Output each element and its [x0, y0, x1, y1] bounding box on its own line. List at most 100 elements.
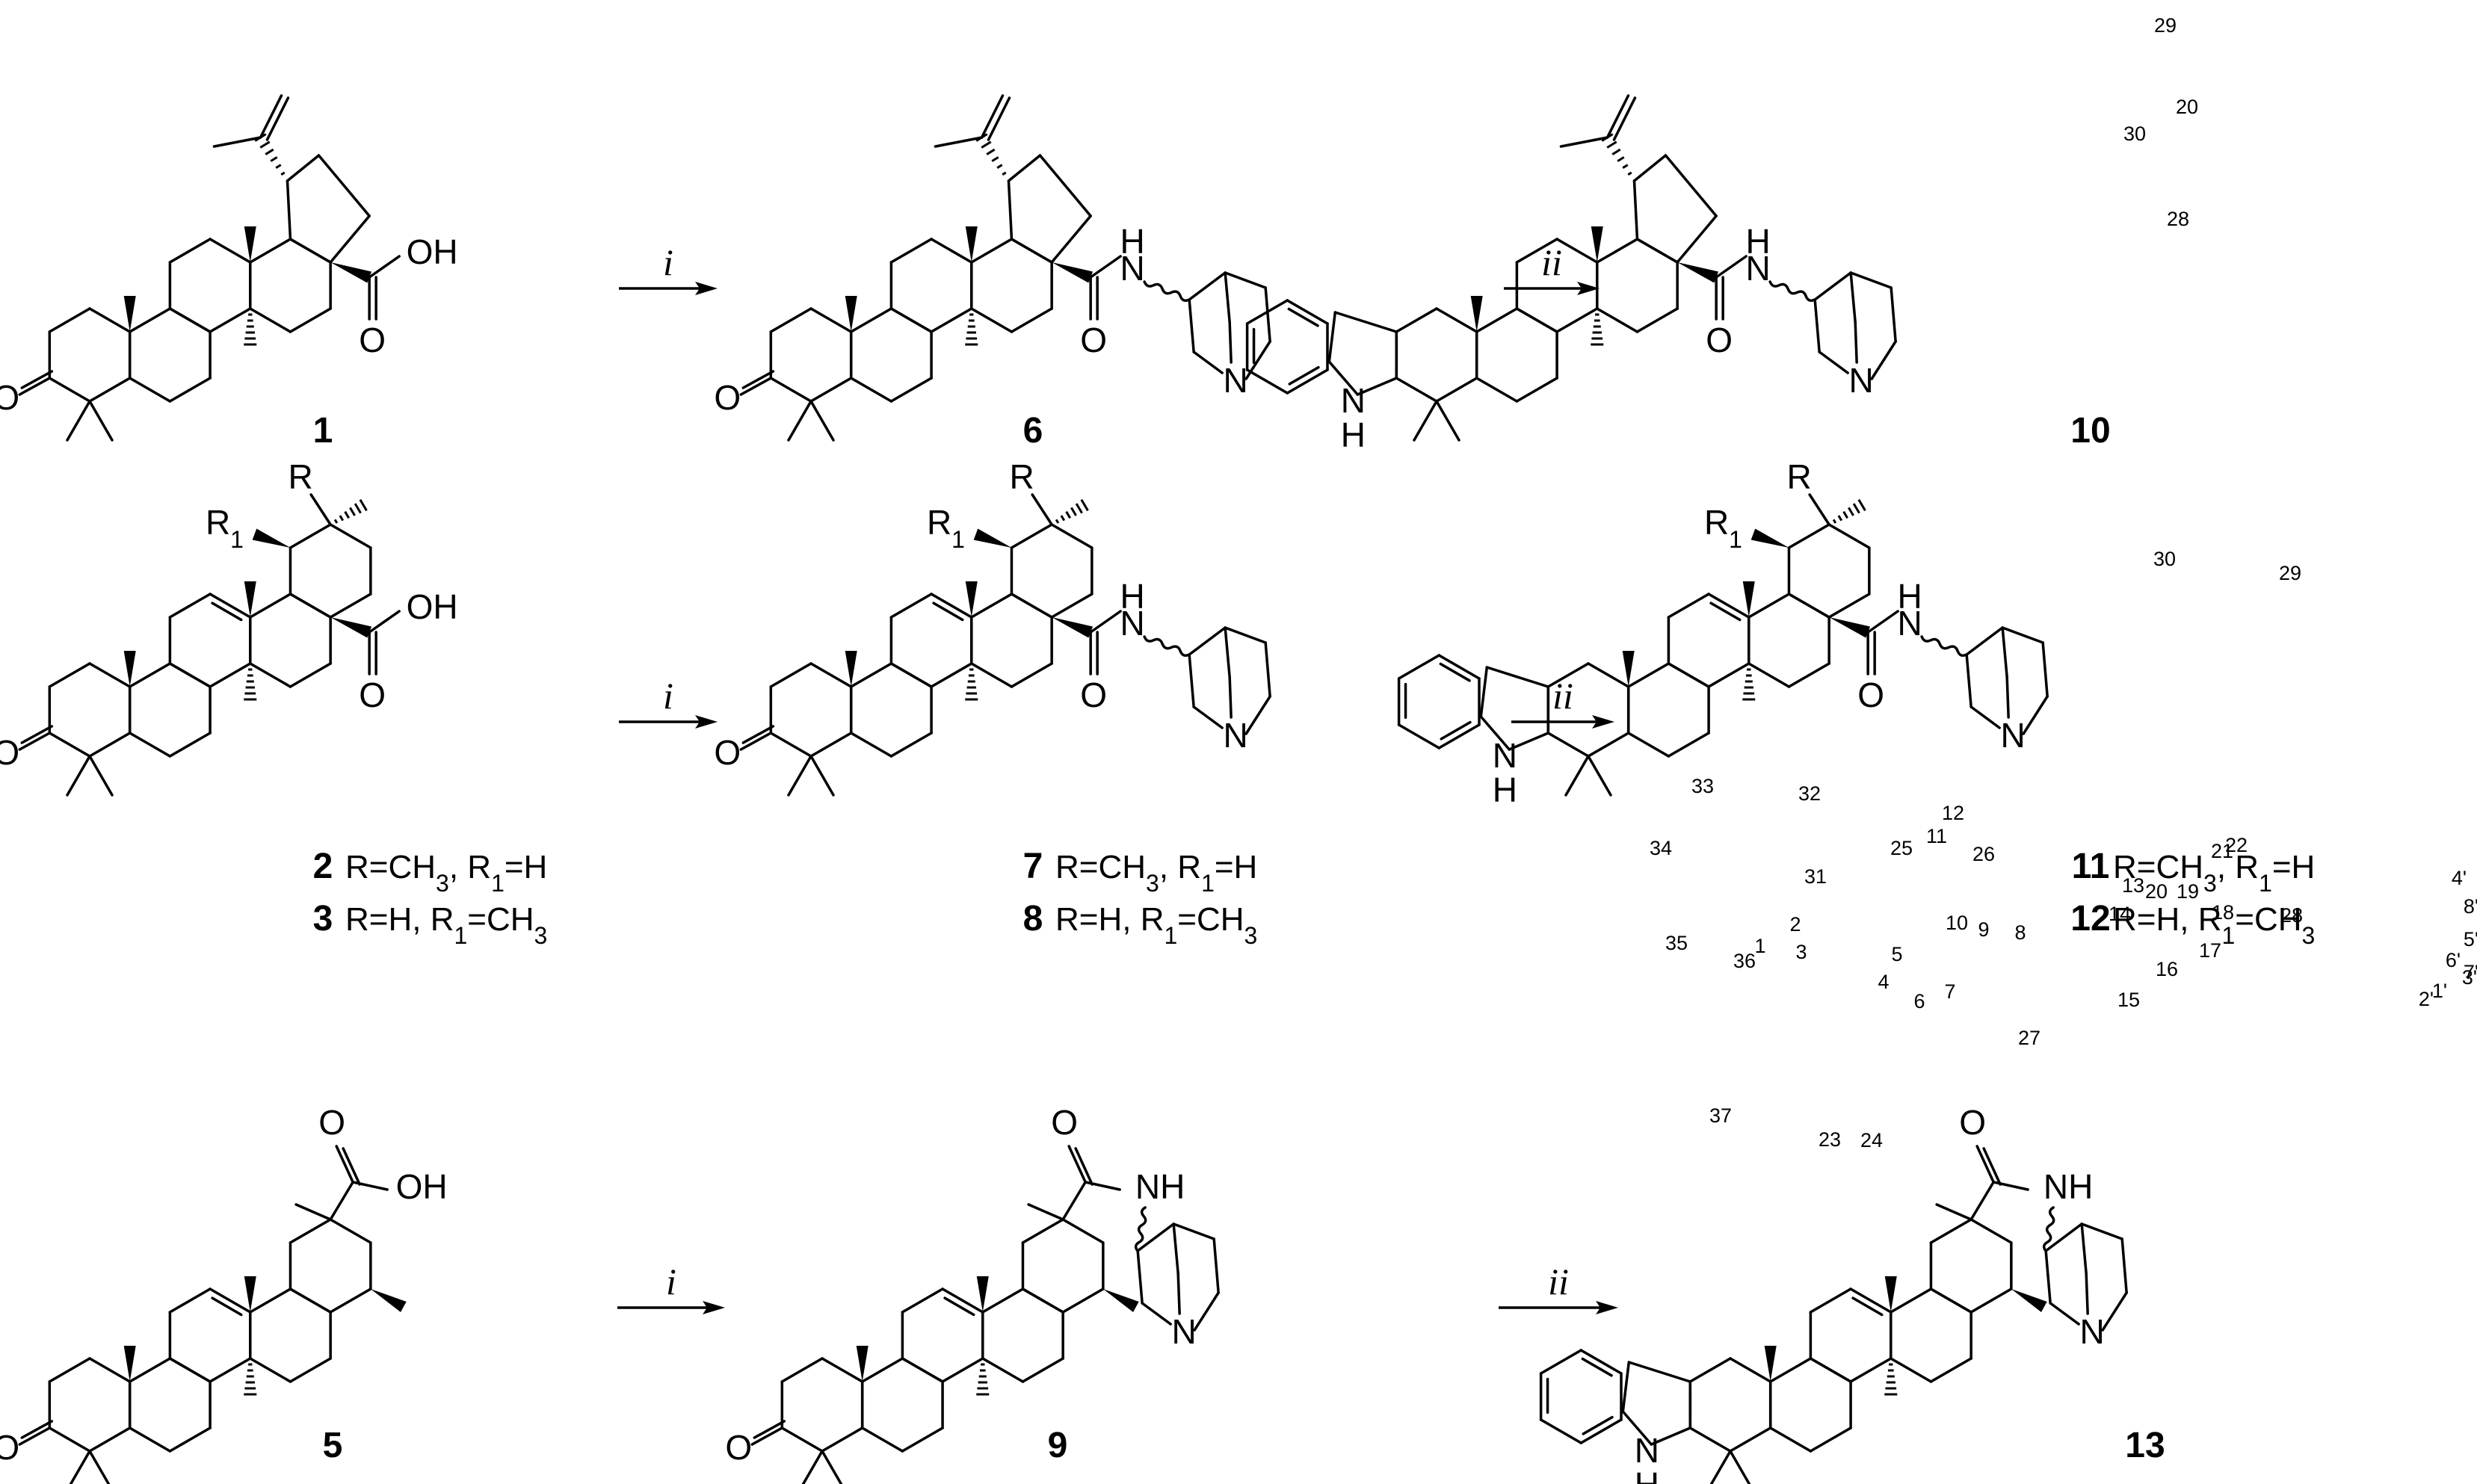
quin-bond	[1136, 1222, 1175, 1252]
carbonyl-o: O	[318, 1103, 345, 1142]
amide-bond	[1084, 1181, 1121, 1191]
ring-b	[128, 662, 172, 688]
ring-d	[289, 307, 332, 333]
ring-a	[769, 662, 812, 688]
double-bond-inner	[932, 602, 964, 622]
ring-e	[329, 523, 372, 549]
ring-d	[1596, 238, 1639, 264]
wavy-bond	[1920, 635, 1968, 657]
benzene-ring	[1579, 1418, 1623, 1444]
num-34: 34	[1650, 837, 1672, 859]
r1-wedge	[1750, 528, 1789, 548]
quin-bond	[1244, 340, 1271, 380]
quin-bond	[1965, 626, 2004, 656]
methyl-hash	[1742, 668, 1756, 701]
ring-e	[289, 1287, 332, 1314]
ring-c	[168, 1357, 212, 1383]
ring-b	[860, 1426, 904, 1453]
num-13: 13	[2122, 874, 2144, 897]
methyl-hash	[965, 668, 978, 701]
ring-c	[168, 307, 212, 333]
double-bond	[20, 1420, 54, 1439]
double-bond	[1975, 1145, 1995, 1184]
double-bond	[1067, 1145, 1087, 1184]
ring-e	[329, 1287, 372, 1314]
amide-n: N	[1120, 249, 1145, 288]
isopropenyl-hash	[975, 133, 1007, 176]
methyl-wedge	[976, 1276, 989, 1312]
ring-e	[329, 593, 372, 619]
nh-h: H	[1120, 577, 1145, 616]
quin-bond	[2001, 626, 2044, 644]
quin-bond	[1172, 1222, 1179, 1275]
methyl-wedge	[965, 581, 978, 617]
ring-c	[209, 662, 252, 688]
hydroxyl-label: OH	[407, 587, 458, 626]
r1-wedge	[973, 528, 1012, 548]
ring-b	[1768, 1426, 1813, 1453]
ring-a	[769, 307, 812, 333]
carboxyl-bond	[329, 1181, 354, 1221]
compound-id-9: 9	[1048, 1426, 1068, 1465]
ring-e	[1038, 154, 1092, 217]
ring-a	[1546, 662, 1590, 688]
indole-h: H	[1341, 415, 1366, 454]
ring-c	[930, 307, 973, 333]
quin-bond	[1264, 641, 1271, 698]
num-6: 6	[1913, 990, 1925, 1012]
ring-e	[1010, 593, 1053, 619]
ring-e	[1632, 179, 1639, 241]
oxygen-label: O	[714, 733, 741, 772]
ring-b	[168, 732, 212, 758]
indole-n: N	[1635, 1431, 1659, 1470]
double-bond-inner	[1440, 720, 1472, 741]
methyl-wedge	[244, 581, 256, 617]
num-30: 30	[2123, 123, 2146, 145]
ring-e	[1787, 593, 1830, 619]
carbonyl-o: O	[1080, 321, 1107, 359]
ring-e	[1787, 523, 1830, 549]
num-12: 12	[1942, 802, 1964, 824]
pyrrole-ring	[1356, 377, 1398, 396]
ring-b	[128, 1357, 172, 1383]
amide-bond	[1992, 1181, 2029, 1191]
amide-wedge	[1829, 617, 1871, 638]
ring-b	[128, 377, 172, 403]
indole-h: H	[1493, 770, 1517, 809]
double-bond	[259, 94, 283, 139]
double-bond-inner	[943, 1296, 975, 1317]
isopropenyl-methyl	[1559, 136, 1609, 148]
ring-a	[1587, 732, 1630, 758]
compound-id-6: 6	[1023, 411, 1043, 451]
quin-bond	[1813, 271, 1852, 301]
wavy-bond	[1143, 635, 1191, 657]
methyl-wedge	[1884, 1276, 1897, 1312]
compound-id-2: 2	[313, 847, 333, 886]
quin-bond	[2044, 1222, 2083, 1252]
ring-a	[88, 307, 132, 333]
methyl-wedge	[370, 1289, 407, 1313]
ring-c	[168, 238, 212, 264]
pyrrole-ring	[1621, 1361, 1631, 1413]
quin-bond	[2120, 1237, 2128, 1294]
arrow-2-7-reagent: i	[663, 675, 673, 717]
ring-b	[1667, 732, 1710, 758]
quin-bond	[1224, 626, 1267, 644]
double-bond-inner	[1581, 1357, 1613, 1377]
double-bond	[18, 377, 52, 396]
amide-n: N	[1898, 604, 1922, 643]
methyl-wedge	[1622, 651, 1635, 687]
ring-e	[289, 593, 332, 619]
ring-a	[821, 1426, 864, 1453]
methyl-hash	[244, 313, 257, 346]
ring-c	[168, 1287, 212, 1314]
ring-d	[970, 593, 1014, 619]
ring-e	[1061, 1218, 1105, 1244]
compound-id-1: 1	[313, 411, 333, 451]
amide-n: N	[1746, 249, 1771, 288]
num-3': 3'	[2462, 966, 2477, 989]
ring-c	[889, 662, 933, 688]
num-20: 20	[2145, 880, 2168, 903]
ring-e	[329, 214, 371, 264]
ring-a	[809, 662, 853, 688]
